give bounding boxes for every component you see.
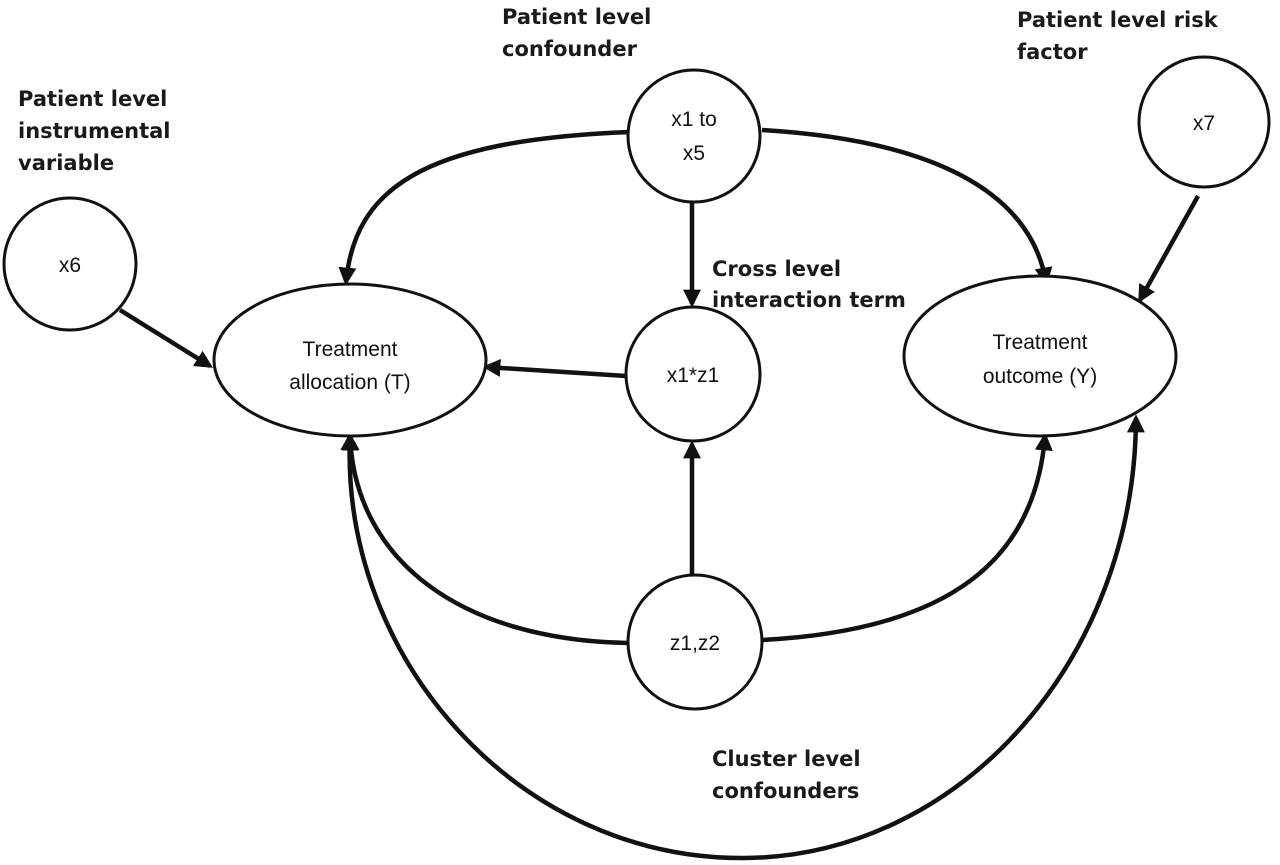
edge-x7-to-treatment-outcome bbox=[1138, 194, 1200, 304]
x6-label: x6 bbox=[59, 254, 81, 277]
x1-x5-label-line-2: x5 bbox=[683, 142, 705, 165]
treatment-allocation-ellipse bbox=[212, 282, 488, 438]
treatment-outcome-line-1: Treatment bbox=[993, 331, 1088, 354]
z1-z2-circle bbox=[626, 573, 764, 711]
node-x6: x6 bbox=[2, 196, 138, 332]
x1-x5-circle bbox=[626, 68, 762, 204]
edge-x1x5-to-treatment-allocation bbox=[338, 129, 631, 286]
edge-x6-to-treatment-allocation bbox=[118, 308, 214, 368]
x7-label: x7 bbox=[1193, 112, 1215, 135]
caption-cluster-level-line-1: Cluster level bbox=[712, 747, 861, 771]
caption-cluster-level: Cluster level confounders bbox=[712, 747, 861, 803]
interaction-label: x1*z1 bbox=[667, 364, 720, 387]
interaction-circle bbox=[624, 305, 762, 443]
x6-circle bbox=[2, 196, 138, 332]
caption-confounder-line-2: confounder bbox=[502, 37, 638, 61]
caption-cross-level-line-2: interaction term bbox=[712, 288, 906, 312]
caption-cross-level: Cross level interaction term bbox=[712, 257, 906, 312]
caption-confounder-line-1: Patient level bbox=[502, 5, 651, 29]
node-x1-to-x5: x1 to x5 bbox=[626, 68, 762, 204]
node-x7: x7 bbox=[1137, 55, 1271, 189]
edge-z1z2-cluster-arc bbox=[340, 414, 1145, 861]
node-z1-z2: z1,z2 bbox=[626, 573, 764, 711]
caption-risk-factor-line-1: Patient level risk bbox=[1017, 8, 1219, 32]
caption-cluster-level-line-2: confounders bbox=[712, 779, 859, 803]
caption-cross-level-line-1: Cross level bbox=[712, 257, 841, 281]
treatment-allocation-line-1: Treatment bbox=[303, 338, 398, 361]
caption-instrumental-variable: Patient level instrumental variable bbox=[18, 87, 170, 175]
edge-x1x5-to-treatment-outcome bbox=[761, 127, 1053, 286]
caption-risk-factor-line-2: factor bbox=[1017, 40, 1088, 64]
x1-x5-label-line-1: x1 to bbox=[671, 108, 717, 131]
treatment-outcome-line-2: outcome (Y) bbox=[983, 365, 1097, 388]
caption-instrumental-line-1: Patient level bbox=[18, 87, 167, 111]
node-interaction-term: x1*z1 bbox=[624, 305, 762, 443]
x7-circle bbox=[1137, 55, 1271, 189]
caption-instrumental-line-2: instrumental bbox=[18, 119, 170, 143]
edges bbox=[118, 127, 1200, 861]
treatment-outcome-ellipse bbox=[902, 274, 1178, 438]
caption-risk-factor: Patient level risk factor bbox=[1017, 8, 1219, 64]
node-treatment-allocation: Treatment allocation (T) bbox=[212, 282, 488, 438]
edge-interaction-to-treatment-allocation bbox=[482, 358, 627, 379]
z1-z2-label: z1,z2 bbox=[670, 632, 720, 655]
treatment-allocation-line-2: allocation (T) bbox=[289, 371, 410, 394]
edge-z1z2-to-treatment-outcome bbox=[761, 432, 1053, 643]
node-treatment-outcome: Treatment outcome (Y) bbox=[902, 274, 1178, 438]
caption-instrumental-line-3: variable bbox=[18, 151, 114, 175]
caption-confounder: Patient level confounder bbox=[502, 5, 651, 61]
edge-z1z2-to-treatment-allocation bbox=[341, 432, 629, 646]
